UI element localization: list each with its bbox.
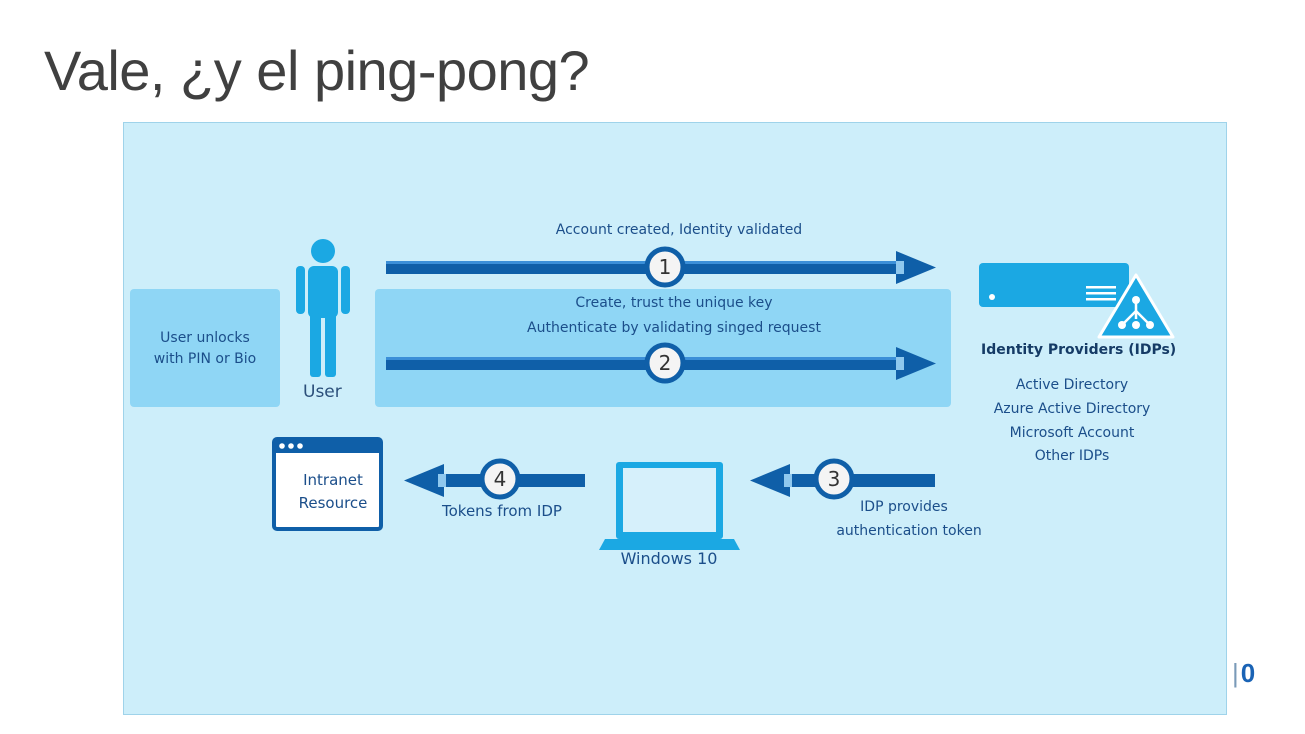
step3-label-line2: authentication token (836, 523, 982, 539)
step2-number: 2 (658, 351, 672, 375)
diagram-canvas: User unlocks with PIN or Bio User Accoun… (123, 122, 1227, 715)
user-label: User (303, 382, 342, 402)
step2-circle (644, 342, 686, 384)
page-number-value: 0 (1240, 658, 1256, 688)
step4-label: Tokens from IDP (442, 502, 562, 520)
step3-label-line1: IDP provides (860, 499, 948, 515)
step1-circle (644, 246, 686, 288)
idp-provider: Azure Active Directory (993, 401, 1151, 417)
browser-window-icon (272, 437, 383, 531)
user-unlock-panel (130, 289, 280, 407)
idp-provider: Microsoft Account (1009, 425, 1135, 441)
user-unlock-line2: with PIN or Bio (153, 351, 257, 367)
step1-arrow (386, 251, 936, 284)
user-unlock-line1: User unlocks (160, 330, 250, 346)
diagram-graphics (272, 239, 1175, 550)
server-icon (979, 263, 1129, 307)
identity-provider-icon (1097, 273, 1175, 339)
intranet-line2: Resource (298, 494, 368, 512)
intranet-line1: Intranet (303, 471, 363, 489)
step3-circle (813, 458, 855, 500)
windows-label: Windows 10 (620, 549, 718, 568)
slide-title: Vale, ¿y el ping-pong? (44, 39, 590, 102)
step1-label: Account created, Identity validated (555, 222, 803, 238)
step4-circle (479, 458, 521, 500)
step1-number: 1 (658, 255, 672, 279)
idp-provider: Active Directory (1015, 377, 1129, 393)
step2-label-line1: Create, trust the unique key (575, 295, 773, 311)
step2-arrow (386, 347, 936, 380)
step3-number: 3 (827, 467, 841, 491)
idp-provider: Other IDPs (1034, 448, 1110, 464)
user-icon (296, 239, 350, 377)
idp-heading: Identity Providers (IDPs) (981, 342, 1177, 358)
step2-label-line2: Authenticate by validating singed reques… (527, 320, 821, 336)
step4-number: 4 (493, 467, 507, 491)
page-number: |0 (1232, 658, 1256, 688)
laptop-icon (599, 462, 740, 550)
